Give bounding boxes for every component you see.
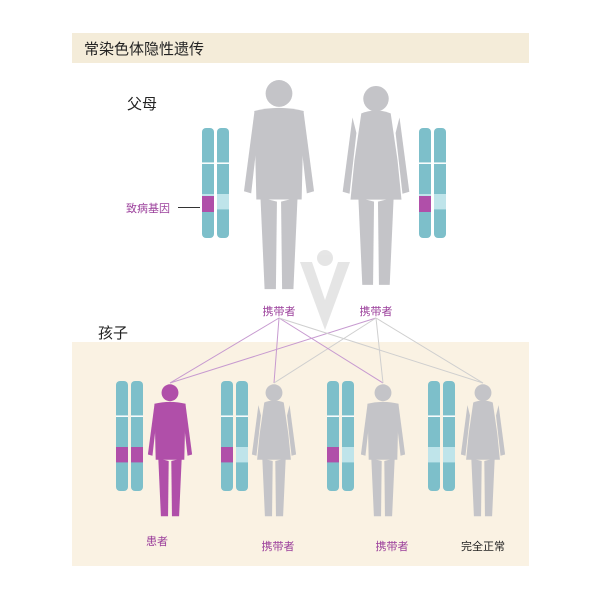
- inheritance-line: [169, 317, 280, 384]
- inheritance-line: [273, 317, 377, 384]
- inheritance-line: [375, 317, 484, 384]
- father-mutant-band: [202, 196, 214, 212]
- chromosome: [116, 381, 128, 491]
- mother-caption: 携带者: [359, 305, 393, 318]
- chromosome: [434, 128, 446, 238]
- inheritance-line: [278, 317, 384, 384]
- father-figure: [243, 80, 315, 290]
- child2-caption: 携带者: [261, 540, 295, 553]
- normal-gene-band: [434, 194, 446, 210]
- inheritance-line: [169, 317, 377, 384]
- normal-gene-band: [236, 447, 248, 463]
- normal-gene-band: [217, 194, 229, 210]
- pathogenic-gene-label: 致病基因: [126, 202, 170, 215]
- chromosome: [202, 128, 214, 238]
- child-4-figure: [460, 384, 506, 517]
- mother-figure: [342, 85, 410, 285]
- father-caption: 携带者: [262, 305, 296, 318]
- child-1-figure: [147, 384, 193, 517]
- inheritance-line: [273, 317, 280, 384]
- child4-caption: 完全正常: [461, 540, 505, 553]
- child3-caption: 携带者: [375, 540, 409, 553]
- father-chromosomes: [202, 128, 229, 238]
- mutant-gene-band: [221, 447, 233, 463]
- child-2-chromosomes: [221, 381, 248, 491]
- child-3-figure: [360, 384, 406, 517]
- chromosome: [131, 381, 143, 491]
- chromosome: [327, 381, 339, 491]
- chromosome: [419, 128, 431, 238]
- chromosome-group: [116, 128, 455, 491]
- mother-chromosomes: [419, 128, 446, 238]
- child-4-chromosomes: [428, 381, 455, 491]
- chromosome: [236, 381, 248, 491]
- child-3-chromosomes: [327, 381, 354, 491]
- mutant-gene-band: [131, 447, 143, 463]
- chromosome: [428, 381, 440, 491]
- child-2-figure: [251, 384, 297, 517]
- watermark-logo: [300, 250, 350, 330]
- page-title: 常染色体隐性遗传: [84, 40, 205, 58]
- mutant-gene-band: [327, 447, 339, 463]
- gene-pointer-line: [178, 207, 200, 208]
- child-1-chromosomes: [116, 381, 143, 491]
- mutant-gene-band: [116, 447, 128, 463]
- normal-gene-band: [428, 447, 440, 463]
- title-bar: 常染色体隐性遗传: [72, 33, 529, 63]
- chromosome: [443, 381, 455, 491]
- chromosome: [221, 381, 233, 491]
- inheritance-lines: [169, 317, 484, 384]
- figure-group: [147, 80, 506, 517]
- chromosome: [342, 381, 354, 491]
- parents-label: 父母: [127, 95, 158, 113]
- children-label: 孩子: [98, 324, 129, 342]
- normal-gene-band: [342, 447, 354, 463]
- child1-caption: 患者: [146, 535, 168, 548]
- chromosome: [217, 128, 229, 238]
- normal-gene-band: [443, 447, 455, 463]
- mother-mutant-band: [419, 196, 431, 212]
- inheritance-line: [278, 317, 484, 384]
